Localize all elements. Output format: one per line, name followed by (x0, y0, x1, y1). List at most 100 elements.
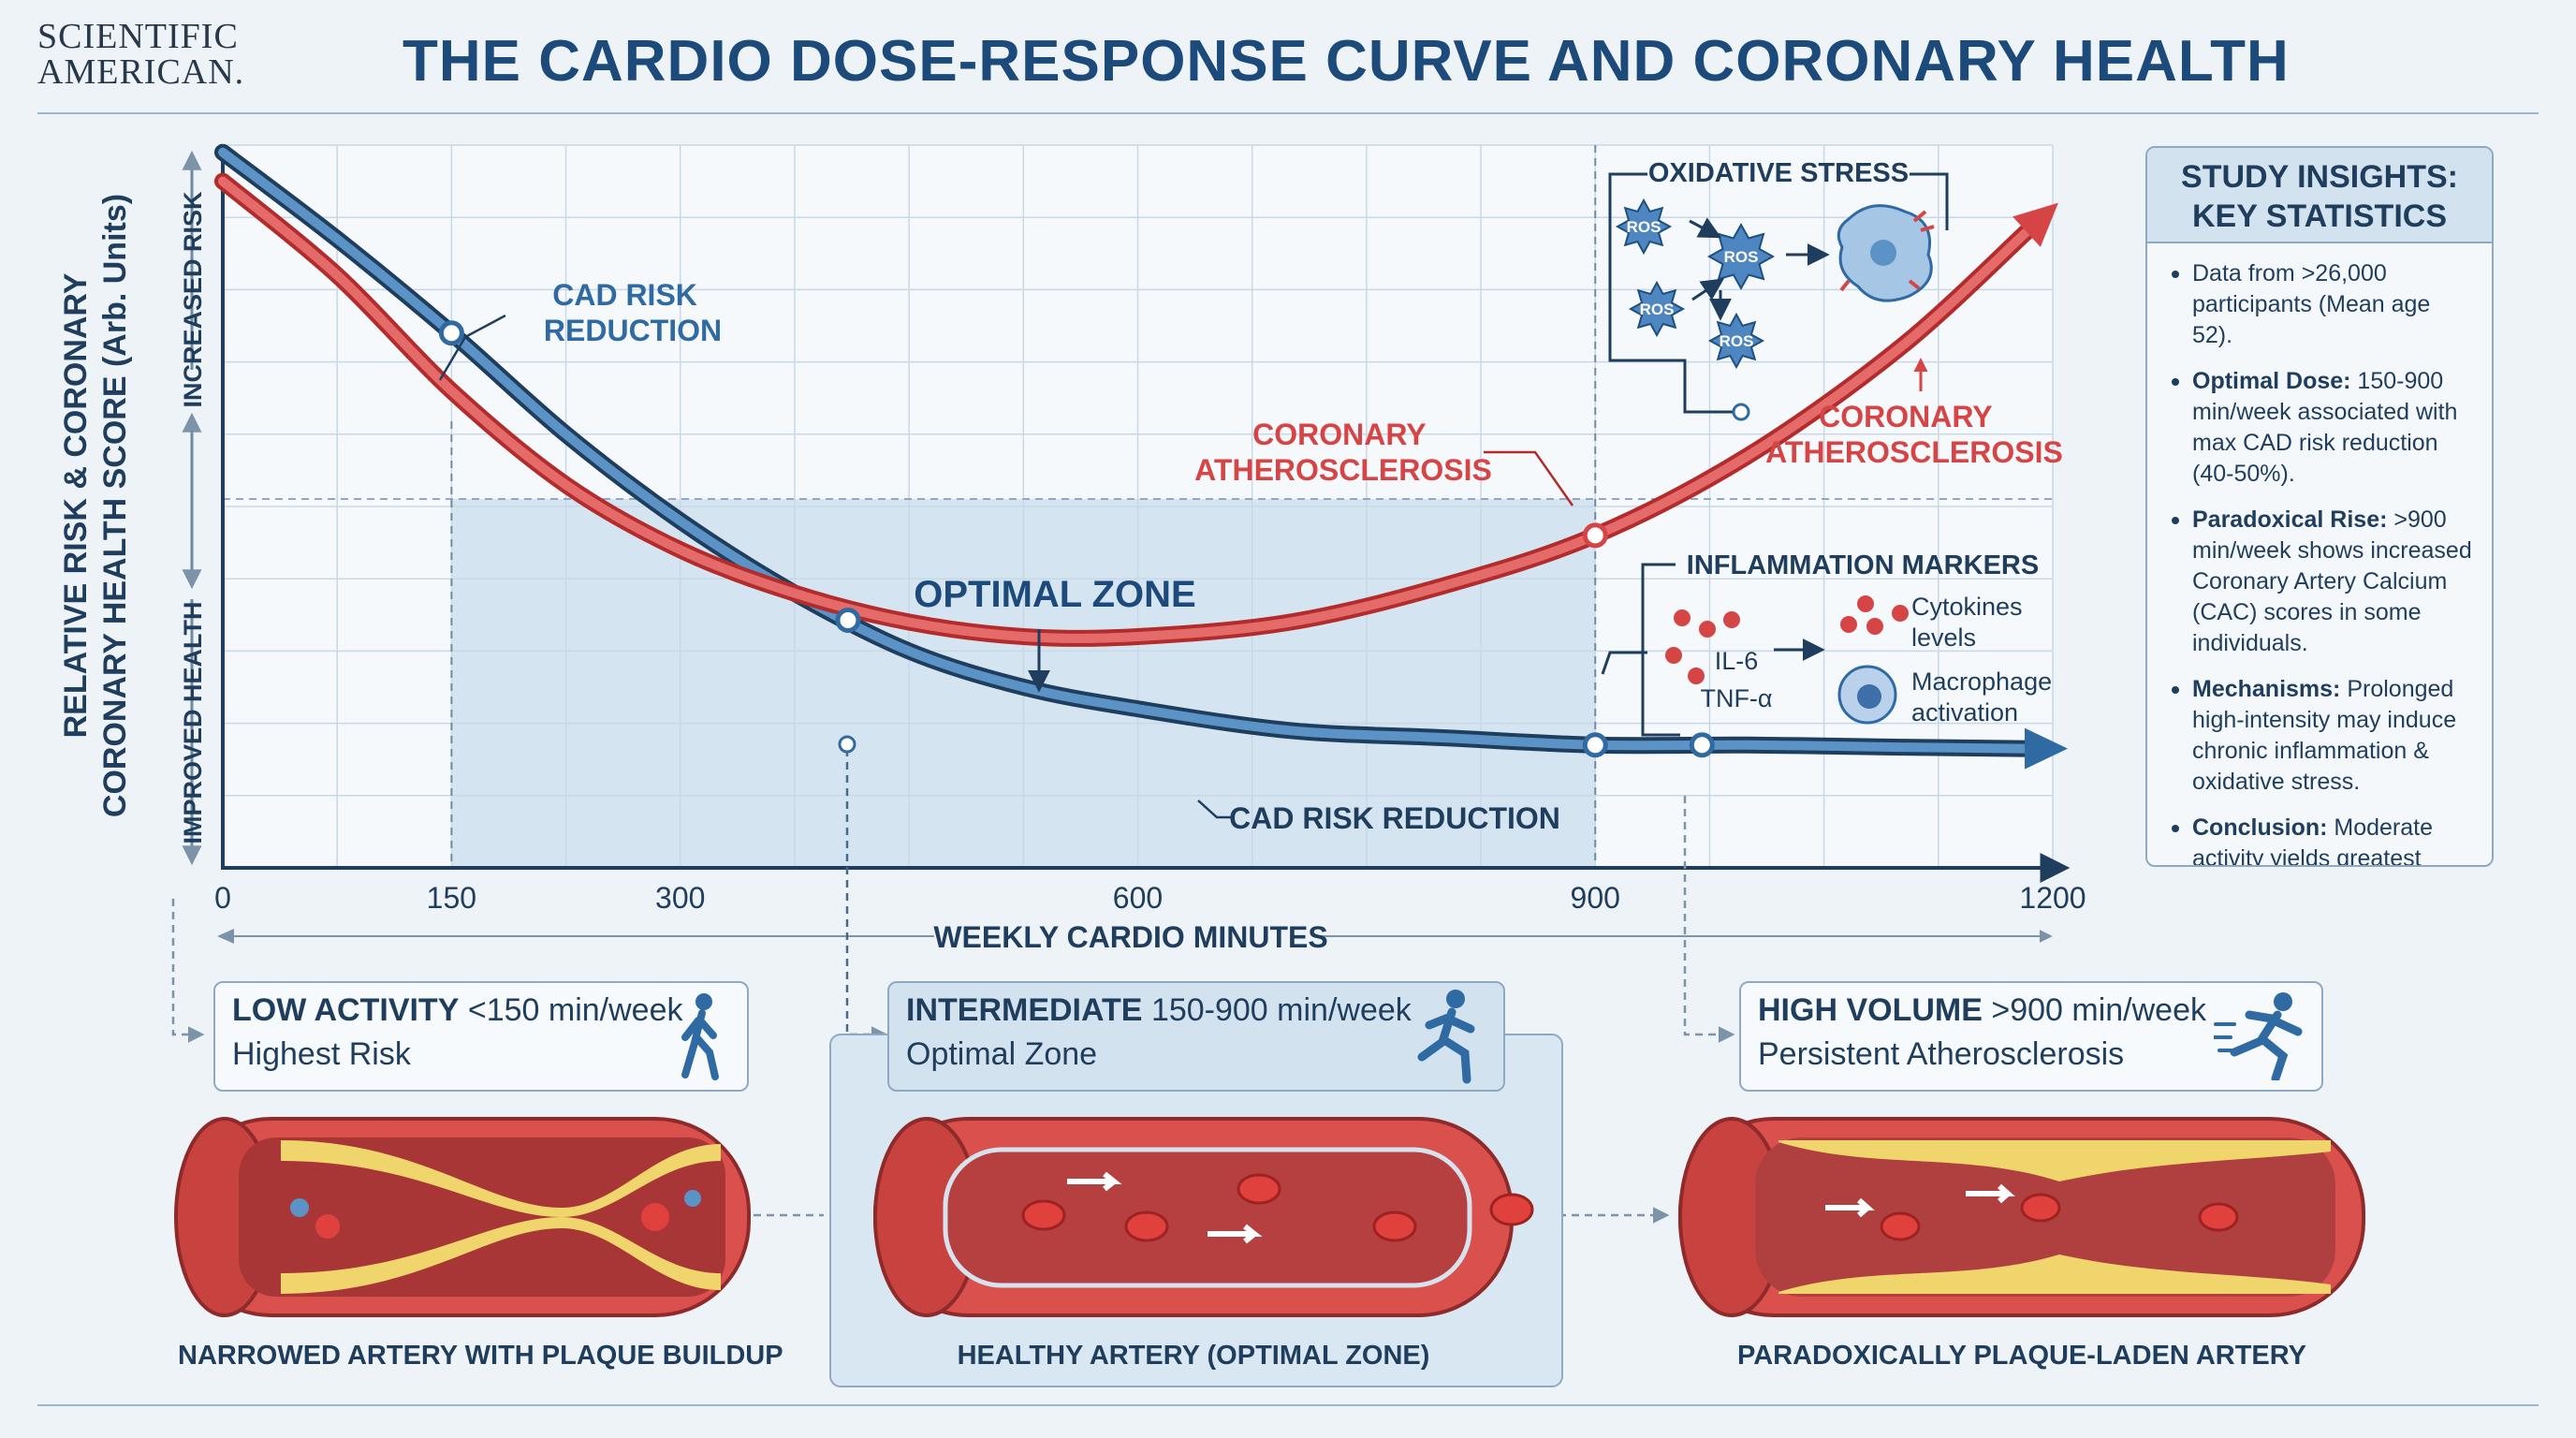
blood-cell (2198, 1202, 2239, 1232)
x-tick-label: 150 (427, 881, 476, 915)
mid-card-range: 150-900 min/week (1150, 992, 1412, 1028)
insight-text: Data from >26,000 participants (Mean age… (2192, 260, 2431, 348)
plaque-laden-artery-icon (1678, 1117, 2365, 1317)
ros-arrow-2 (1691, 278, 1724, 301)
insight-heading: Paradoxical Rise: (2192, 506, 2388, 533)
low-card-desc: Highest Risk (232, 1036, 411, 1072)
series-markers (438, 320, 1715, 758)
plaque-bottom (1778, 1255, 2331, 1294)
footer-divider (37, 1404, 2539, 1406)
running-person-icon (1417, 990, 1475, 1084)
il6-molecules (1665, 609, 1740, 684)
plaque-top (1778, 1140, 2331, 1181)
blood-cell (641, 1203, 669, 1231)
tnf-label: TNF-α (1700, 684, 1772, 712)
ros-arrow-1 (1689, 217, 1722, 239)
narrowed-artery-icon (174, 1117, 751, 1317)
insight-item: Conclusion: Moderate activity yields gre… (2172, 813, 2475, 867)
ros-molecule-icon (1628, 280, 1686, 338)
il6-dot (1723, 611, 1740, 628)
high-card-range: >900 min/week (1991, 992, 2206, 1028)
cad-label-bottom-leader (1197, 800, 1234, 819)
cytokine-dot (1840, 616, 1857, 633)
low-activity-card: LOW ACTIVITY <150 min/week Highest Risk (213, 981, 749, 1092)
cad-series-arrowhead (2025, 727, 2068, 770)
flow-arrow-icon (1208, 1224, 1263, 1244)
athero-marker (1582, 522, 1608, 549)
header-divider (37, 112, 2539, 114)
ox-bracket-left (1608, 172, 1647, 183)
mid-card-name: INTERMEDIATE (906, 992, 1143, 1028)
insight-text: 150-900 min/week associated with max CAD… (2192, 368, 2458, 487)
ox-connector-dot (1732, 403, 1750, 421)
cytokine-molecules (1840, 595, 1909, 635)
cad-label-top-1: CAD RISK (552, 278, 697, 312)
cad-label-top: CAD RISK REDUCTION (544, 278, 722, 347)
ros-label: ROS (1640, 301, 1675, 318)
cad-marker (1689, 732, 1715, 758)
athero-series-line (218, 176, 2031, 643)
cad-label-bottom: CAD RISK REDUCTION (1229, 801, 1560, 835)
athero-label-right-2: ATHEROSCLEROSIS (1765, 435, 2063, 469)
macrophage-label-1: Macrophage (1911, 668, 2052, 696)
ros-label: ROS (1724, 248, 1759, 266)
flow-arrow-icon (1067, 1171, 1122, 1192)
insight-text: >900 min/week shows increased Coronary A… (2192, 506, 2472, 656)
inflammation-inset: INFLAMMATION MARKERS IL-6 TNF-α Cytokine… (1601, 550, 2059, 737)
insight-text: Prolonged high-intensity may induce chro… (2192, 676, 2457, 795)
insights-title-text: STUDY INSIGHTS: KEY STATISTICS (2181, 159, 2458, 234)
cad-marker (835, 607, 861, 633)
logo-line1: SCIENTIFIC (37, 17, 239, 56)
flow-arrow-icon (1825, 1197, 1875, 1218)
cytokine-dot (1866, 618, 1883, 635)
il6-label: IL-6 (1715, 647, 1759, 675)
mid-card-desc: Optimal Zone (906, 1036, 1098, 1072)
particle (290, 1198, 309, 1217)
x-tick-label: 900 (1571, 881, 1620, 915)
x-tick-label: 300 (655, 881, 705, 915)
blood-cell (1372, 1211, 1417, 1242)
y-axis-label-2: CORONARY HEALTH SCORE (Arb. Units) (97, 194, 133, 817)
artery-lumen (239, 1137, 725, 1297)
high-card-name: HIGH VOLUME (1758, 992, 1983, 1028)
ox-bracket-bottom (1608, 183, 1736, 414)
insight-item: Optimal Dose: 150-900 min/week associate… (2172, 366, 2475, 490)
cytokines-label-2: levels (1911, 624, 1976, 652)
blood-cell (315, 1214, 340, 1239)
cytokine-dot (1892, 605, 1909, 622)
y-bottom-label: IMPROVED HEALTH (179, 601, 207, 844)
ox-title: OXIDATIVE STRESS (1648, 158, 1909, 188)
plaque-bottom (281, 1217, 721, 1294)
page-title: THE CARDIO DOSE-RESPONSE CURVE AND CORON… (402, 29, 2290, 94)
cytokine-dot (1857, 595, 1874, 612)
healthy-artery-icon (873, 1117, 1534, 1317)
plaque-top (281, 1140, 721, 1217)
macrophage-label: Macrophage activation (1911, 668, 2059, 726)
athero-label-right: CORONARY ATHEROSCLEROSIS (1765, 400, 2063, 469)
low-artery-caption: NARROWED ARTERY WITH PLAQUE BUILDUP (178, 1341, 783, 1371)
insight-text: Moderate activity yields greatest benefi… (2192, 814, 2433, 867)
sprinting-person-icon (2214, 992, 2303, 1080)
high-card-desc: Persistent Atherosclerosis (1758, 1036, 2125, 1072)
low-card-range: <150 min/week (467, 992, 683, 1028)
athero-label-mid-1: CORONARY (1252, 418, 1426, 451)
mid-connector-dot (838, 735, 856, 754)
x-axis-label: WEEKLY CARDIO MINUTES (933, 920, 1327, 954)
x-tick-label: 600 (1113, 881, 1163, 915)
insight-item: Mechanisms: Prolonged high-intensity may… (2172, 674, 2475, 798)
insights-title: STUDY INSIGHTS: KEY STATISTICS (2147, 148, 2492, 243)
cytokines-label-1: Cytokines (1911, 593, 2023, 621)
insight-item: Paradoxical Rise: >900 min/week shows in… (2172, 505, 2475, 659)
mid-artery-caption: HEALTHY ARTERY (OPTIMAL ZONE) (957, 1341, 1430, 1371)
blood-cell (1880, 1211, 1921, 1241)
cad-marker (438, 320, 464, 346)
intermediate-card: INTERMEDIATE 150-900 min/week Optimal Zo… (887, 981, 1505, 1092)
il6-dot (1699, 621, 1716, 638)
il6-dot (1665, 647, 1682, 664)
macrophage-nucleus (1857, 684, 1881, 709)
blood-cell (1021, 1199, 1066, 1231)
damaged-cell-nucleus (1870, 240, 1896, 266)
